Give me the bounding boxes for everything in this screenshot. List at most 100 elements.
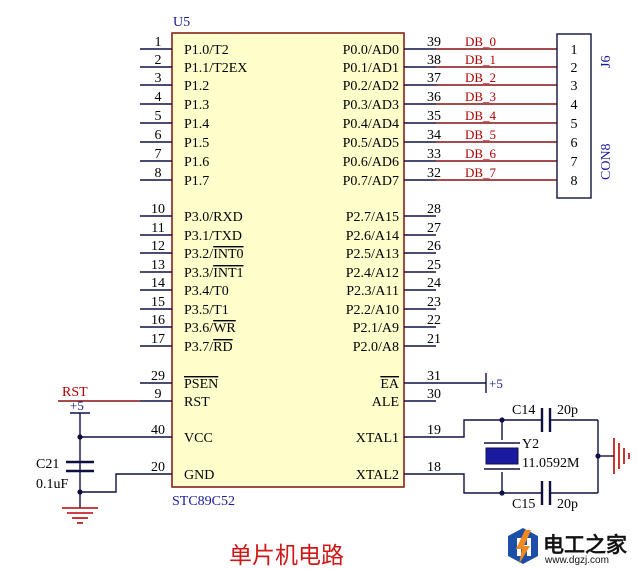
- left-pin-number: 6: [155, 128, 162, 143]
- left-pin-number: 5: [155, 109, 162, 124]
- gnd-junction: [77, 489, 83, 495]
- left-pin-name: PSEN: [184, 377, 218, 392]
- bus-net-label: DB_4: [465, 108, 497, 123]
- right-pin-number: 33: [427, 147, 441, 162]
- vcc-junction: [77, 434, 83, 440]
- right-pin-number: 34: [427, 128, 441, 143]
- right-pin-number: 25: [427, 258, 441, 273]
- connector-pin-number: 4: [571, 98, 578, 113]
- connector-pin-number: 1: [571, 43, 578, 58]
- right-pin-name: P0.3/AD3: [343, 98, 399, 113]
- crystal-gnd-junction: [595, 453, 601, 459]
- right-pin-name: P2.1/A9: [353, 321, 399, 336]
- left-pin-number: 11: [151, 221, 164, 236]
- crystal-designator: Y2: [522, 437, 539, 452]
- right-pin-number: 39: [427, 35, 441, 50]
- connector-pin-number: 8: [571, 174, 578, 189]
- right-pin-number: 37: [427, 71, 441, 86]
- left-pin-number: 10: [151, 202, 165, 217]
- left-pin-number: 29: [151, 369, 165, 384]
- connector-pin-number: 5: [571, 117, 578, 132]
- left-pin-number: 1: [155, 35, 162, 50]
- right-pin-number: 28: [427, 202, 441, 217]
- chip-part-number: STC89C52: [172, 494, 235, 509]
- left-pin-number: 17: [151, 332, 165, 347]
- left-pin-name: P3.2/INT0: [184, 247, 244, 262]
- left-pin-name: P1.1/T2EX: [184, 61, 247, 76]
- left-pin-name: P1.4: [184, 117, 209, 132]
- c15-value: 20p: [557, 497, 578, 512]
- right-pin-number: 38: [427, 53, 441, 68]
- left-pin-name: P1.0/T2: [184, 43, 229, 58]
- left-pin-number: 13: [151, 258, 165, 273]
- crystal-body: [485, 447, 519, 465]
- watermark-name: 电工之家: [543, 533, 627, 557]
- right-pin-number: 35: [427, 109, 441, 124]
- right-pin-number: 22: [427, 313, 441, 328]
- right-pin-number: 26: [427, 239, 441, 254]
- crystal-junction-top: [499, 417, 505, 423]
- left-pin-name: P3.5/T1: [184, 303, 229, 318]
- connector-pin-number: 6: [571, 136, 578, 151]
- right-pin-name: XTAL1: [356, 431, 399, 446]
- left-pin-name: P1.2: [184, 79, 209, 94]
- right-pin-name: EA: [380, 377, 400, 392]
- left-pin-number: 16: [151, 313, 165, 328]
- connector-part: CON8: [599, 143, 614, 180]
- left-pin-number: 12: [151, 239, 165, 254]
- left-pin-name: RST: [184, 395, 210, 410]
- xtal2-wire: [436, 473, 542, 494]
- left-pin-number: 20: [151, 460, 165, 475]
- left-pin-number: 40: [151, 423, 165, 438]
- right-pin-name: P2.7/A15: [346, 210, 399, 225]
- left-pin-number: 8: [155, 166, 162, 181]
- chip-designator: U5: [173, 15, 190, 30]
- right-pin-number: 23: [427, 295, 441, 310]
- watermark-logo-icon: [508, 528, 538, 564]
- left-pin-number: 4: [155, 90, 162, 105]
- right-pin-number: 36: [427, 90, 441, 105]
- right-pin-name: P2.5/A13: [346, 247, 399, 262]
- right-pin-number: 21: [427, 332, 441, 347]
- bus-net-label: DB_0: [465, 34, 496, 49]
- left-pin-number: 15: [151, 295, 165, 310]
- left-pin-name: P1.7: [184, 174, 209, 189]
- bus-net-label: DB_6: [465, 146, 497, 161]
- bus-net-label: DB_7: [465, 165, 497, 180]
- right-pin-name: XTAL2: [356, 468, 399, 483]
- left-pin-name: VCC: [184, 431, 213, 446]
- right-pin-number: 31: [427, 369, 441, 384]
- watermark: 电工之家 www.dgzj.com: [491, 526, 637, 569]
- chip-left-pins: 1P1.0/T22P1.1/T2EX3P1.24P1.35P1.46P1.57P…: [140, 35, 247, 483]
- c15-designator: C15: [512, 497, 535, 512]
- bus-net-label: DB_3: [465, 89, 496, 104]
- ea-power-label: +5: [489, 376, 503, 391]
- right-pin-number: 27: [427, 221, 441, 236]
- crystal-junction-bottom: [499, 490, 505, 496]
- left-pin-name: P1.3: [184, 98, 209, 113]
- bus-net-label: DB_1: [465, 52, 496, 67]
- left-pin-number: 14: [151, 276, 165, 291]
- right-pin-name: P0.6/AD6: [343, 155, 399, 170]
- bus-net-label: DB_5: [465, 127, 496, 142]
- right-pin-name: P2.2/A10: [346, 303, 399, 318]
- right-pin-name: P2.4/A12: [346, 266, 399, 281]
- right-pin-number: 24: [427, 276, 441, 291]
- left-pin-name: P3.7/RD: [184, 340, 233, 355]
- right-pin-name: P0.1/AD1: [343, 61, 399, 76]
- rst-net-label: RST: [62, 385, 88, 400]
- connector-pin-number: 7: [571, 155, 578, 170]
- ground-icon-left: [62, 507, 98, 524]
- watermark-url: www.dgzj.com: [545, 555, 609, 566]
- left-pin-number: 3: [155, 71, 162, 86]
- left-pin-name: P3.4/T0: [184, 284, 229, 299]
- connector-body: [556, 33, 592, 199]
- left-pin-name: GND: [184, 468, 214, 483]
- left-pin-number: 2: [155, 53, 162, 68]
- c14-value: 20p: [557, 403, 578, 418]
- left-pin-name: P1.5: [184, 136, 209, 151]
- left-pin-name: P1.6: [184, 155, 209, 170]
- right-pin-number: 30: [427, 387, 441, 402]
